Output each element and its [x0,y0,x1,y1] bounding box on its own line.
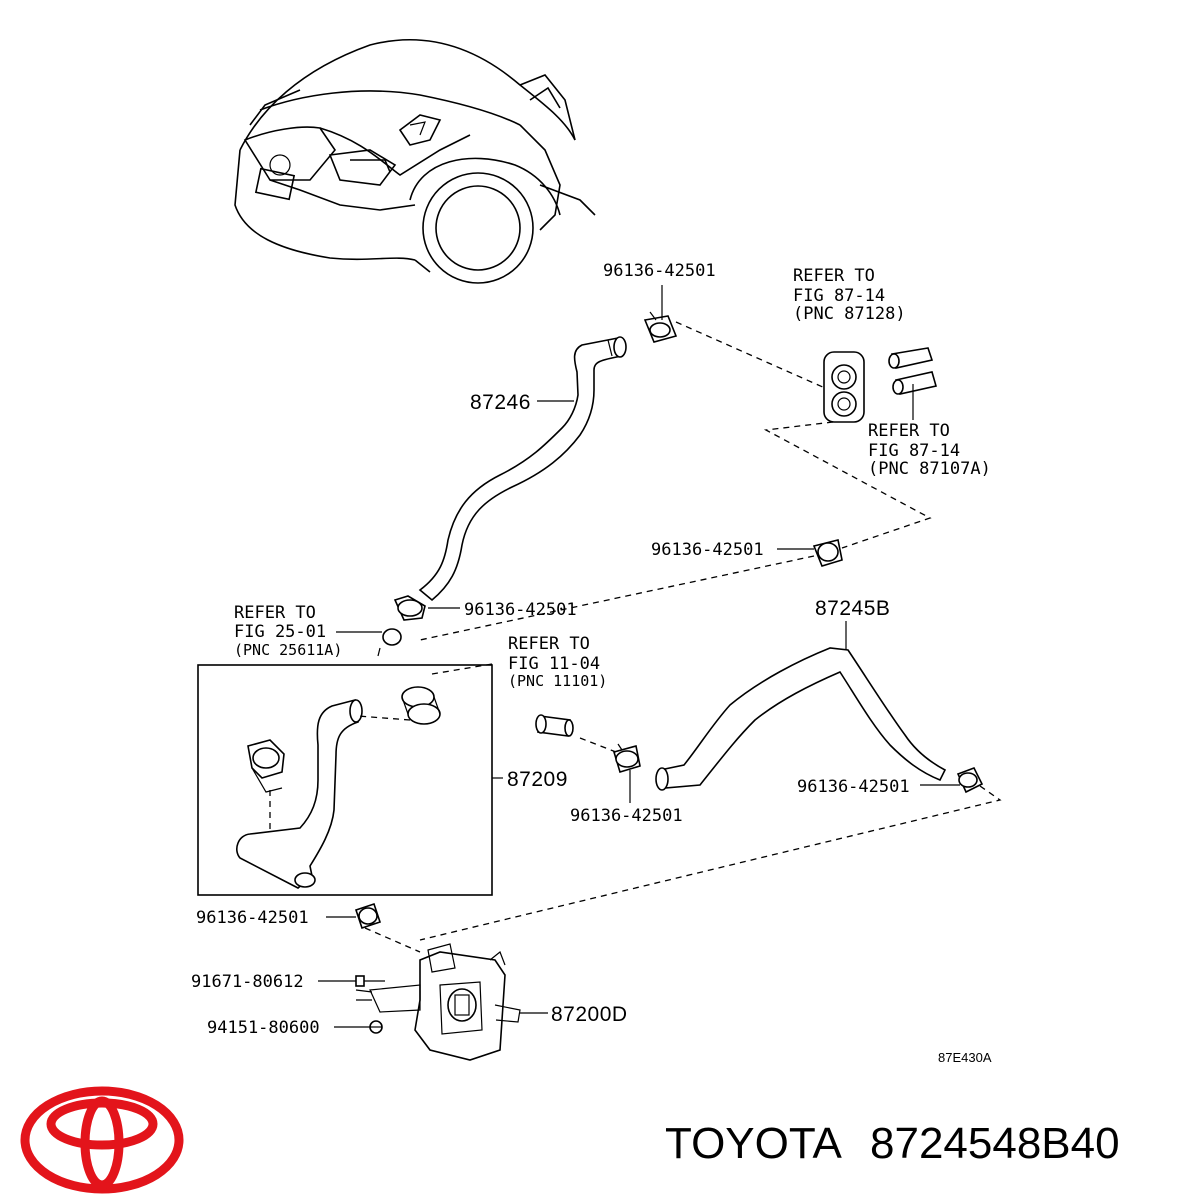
callout-labels: 96136-42501 87246 96136-42501 96136-4250… [191,261,910,1038]
clamp-top[interactable] [643,311,678,343]
svg-text:REFER TO: REFER TO [793,266,875,286]
svg-text:(PNC 87107A): (PNC 87107A) [868,459,991,479]
toyota-logo-icon [20,1086,184,1194]
leader-lines [318,285,960,1028]
heater-core-pipe-flange[interactable] [823,347,938,423]
callout-box-87209: 87209 [507,768,568,791]
footer-part-number: 8724548B40 [870,1119,1120,1168]
subassembly-box-87209 [197,664,493,896]
ref-11101: REFER TO FIG 11-04 (PNC 11101) [508,634,607,690]
dashed-connection-lines [269,321,1002,953]
callout-bolt: 91671-80612 [191,972,304,992]
hose-87245b[interactable] [655,647,947,791]
hose-87246[interactable] [418,336,627,602]
clamp-mid-right[interactable] [812,539,843,567]
callout-nut: 94151-80600 [207,1018,320,1038]
callout-clamp-lower-left: 96136-42501 [196,908,309,928]
bolt-91671[interactable] [355,975,385,987]
ref-25611a: REFER TO FIG 25-01 (PNC 25611A) [234,603,342,659]
callout-clamp-mid-left: 96136-42501 [464,600,577,620]
clamp-lower-mid[interactable] [612,743,641,773]
svg-text:FIG 87-14: FIG 87-14 [868,441,960,461]
fitting-11101[interactable] [535,714,574,737]
clamp-lower-left[interactable] [354,902,382,930]
hose-87209[interactable] [236,698,363,889]
clamp-87245b-end[interactable] [956,766,984,794]
footer-brand: TOYOTA [665,1119,842,1168]
diagram-code: 87E430A [938,1050,992,1065]
svg-text:FIG 87-14: FIG 87-14 [793,286,885,306]
ref-87128: REFER TO FIG 87-14 (PNC 87128) [793,266,906,324]
grommet-25611a[interactable] [377,628,402,657]
callout-clamp-lower-mid: 96136-42501 [570,806,683,826]
vehicle-front-illustration [234,38,596,284]
svg-text:(PNC 25611A): (PNC 25611A) [234,641,342,659]
water-valve-87200d[interactable] [355,943,521,1061]
callout-hose-87246: 87246 [470,391,531,414]
svg-text:(PNC 87128): (PNC 87128) [793,304,906,324]
svg-text:REFER TO: REFER TO [508,634,590,654]
callout-clamp-87245b-end: 96136-42501 [797,777,910,797]
callout-valve-87200d: 87200D [551,1003,628,1026]
svg-text:FIG 25-01: FIG 25-01 [234,622,326,642]
ref-87107a: REFER TO FIG 87-14 (PNC 87107A) [868,421,991,479]
svg-text:REFER TO: REFER TO [868,421,950,441]
svg-text:(PNC 11101): (PNC 11101) [508,672,607,690]
callout-clamp-top: 96136-42501 [603,261,716,281]
clamp-87209-left[interactable] [247,739,285,793]
svg-text:FIG 11-04: FIG 11-04 [508,654,600,674]
callout-hose-87245b: 87245B [815,597,890,620]
clamp-mid-left[interactable] [393,595,426,621]
callout-clamp-mid-right: 96136-42501 [651,540,764,560]
nut-94151[interactable] [369,1020,383,1034]
svg-text:REFER TO: REFER TO [234,603,316,623]
clamp-87209-top[interactable] [401,686,441,725]
